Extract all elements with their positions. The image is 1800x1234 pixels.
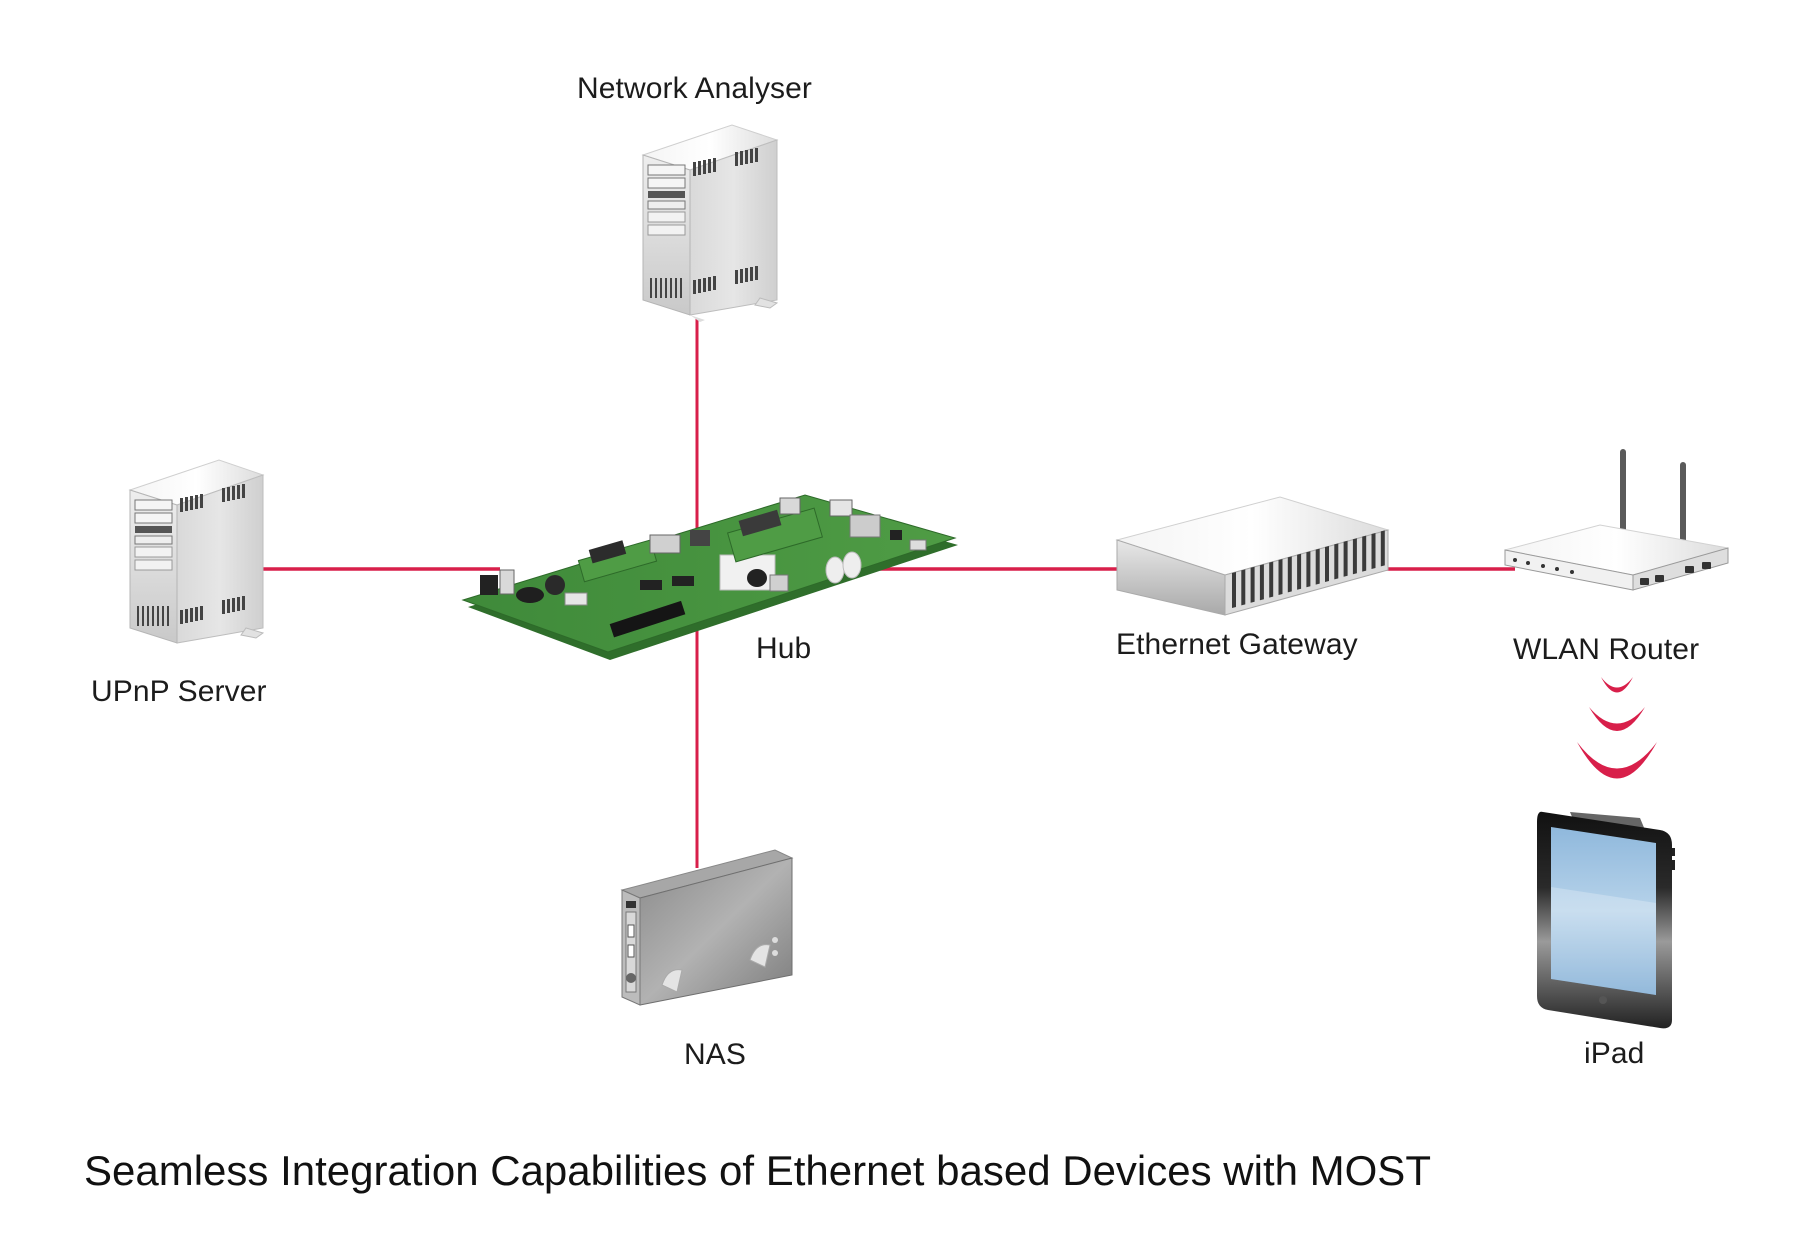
network-analyser-icon[interactable] [641, 124, 779, 322]
nas-icon[interactable] [620, 849, 794, 1006]
gateway-vent-slat [1362, 535, 1367, 572]
upnp-server-icon[interactable] [128, 459, 265, 644]
gateway-vent-slat [1371, 533, 1376, 569]
links [263, 318, 1515, 868]
wlan-router-icon[interactable] [1504, 449, 1729, 591]
node-label-ethernet-gateway: Ethernet Gateway [1116, 628, 1358, 661]
gateway-vent-slat [1315, 548, 1320, 585]
node-label-network-analyser: Network Analyser [577, 72, 813, 105]
diagram-caption: Seamless Integration Capabilities of Eth… [84, 1147, 1431, 1194]
gateway-vent-slat [1232, 572, 1236, 608]
gateway-vent-slat [1325, 546, 1329, 582]
node-label-ipad: iPad [1584, 1037, 1645, 1070]
gateway-vent-slat [1380, 530, 1385, 567]
gateway-vents [1232, 530, 1385, 608]
gateway-vent-slat [1278, 559, 1283, 595]
node-label-wlan-router: WLAN Router [1513, 633, 1700, 666]
gateway-vent-slat [1250, 566, 1255, 603]
gateway-vent-slat [1297, 553, 1302, 590]
gateway-vent-slat [1306, 551, 1311, 588]
node-label-upnp-server: UPnP Server [91, 675, 267, 708]
gateway-vent-slat [1259, 564, 1264, 601]
wireless-signal-icon [1577, 677, 1657, 779]
node-label-hub: Hub [756, 632, 812, 665]
ethernet-gateway-icon[interactable] [1115, 496, 1390, 616]
hub-icon[interactable] [461, 494, 958, 660]
gateway-vent-slat [1241, 569, 1246, 606]
gateway-vent-slat [1287, 556, 1292, 593]
gateway-vent-slat [1269, 561, 1274, 598]
ipad-icon[interactable] [1537, 811, 1675, 1029]
node-label-nas: NAS [684, 1038, 746, 1071]
gateway-vent-slat [1352, 538, 1357, 575]
gateway-vent-slat [1343, 540, 1348, 577]
gateway-vent-slat [1334, 543, 1339, 580]
